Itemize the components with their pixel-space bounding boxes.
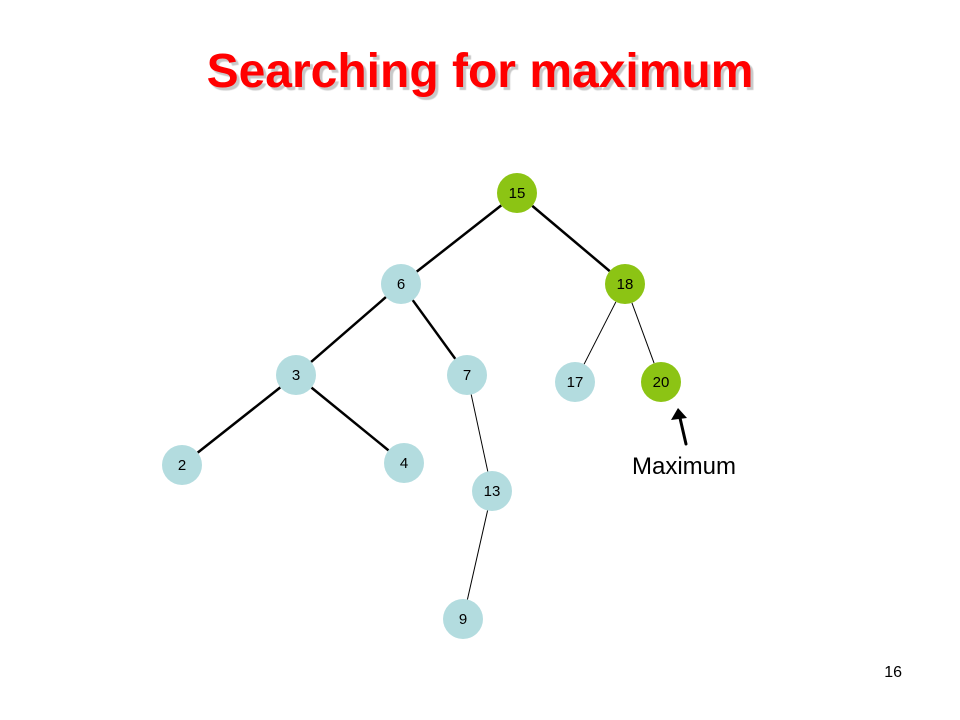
node-circle (641, 362, 681, 402)
node-label: 15 (509, 185, 526, 202)
node-circle (384, 443, 424, 483)
tree-node-7: 7 (447, 355, 487, 395)
node-label: 4 (400, 455, 408, 472)
node-label: 3 (292, 367, 300, 384)
node-label: 18 (617, 276, 634, 293)
edge-n6-n3 (310, 296, 387, 363)
tree-node-3: 3 (276, 355, 316, 395)
node-label: 20 (653, 374, 670, 391)
node-circle (447, 355, 487, 395)
node-label: 17 (567, 374, 584, 391)
tree-node-17: 17 (555, 362, 595, 402)
slide-title: Searching for maximum (206, 45, 754, 98)
edge-n15-n18 (531, 204, 611, 273)
tree-node-13: 13 (472, 471, 512, 511)
node-circle (276, 355, 316, 395)
tree-node-18: 18 (605, 264, 645, 304)
node-circle (381, 264, 421, 304)
node-circle (162, 445, 202, 485)
node-circle (472, 471, 512, 511)
tree-node-9: 9 (443, 599, 483, 639)
tree-node-4: 4 (384, 443, 424, 483)
node-circle (555, 362, 595, 402)
edge-n18-n20 (631, 302, 655, 364)
maximum-label: Maximum (632, 453, 736, 480)
node-label: 9 (459, 611, 467, 628)
tree-node-20: 20 (641, 362, 681, 402)
edge-n7-n13 (470, 394, 489, 472)
edge-n3-n2 (196, 386, 282, 454)
node-label: 7 (463, 367, 471, 384)
edge-n3-n4 (310, 386, 390, 452)
maximum-pointer-arrow (678, 416, 688, 446)
edge-n15-n6 (415, 204, 503, 273)
maximum-pointer-arrowhead (671, 408, 687, 420)
node-circle (605, 264, 645, 304)
node-label: 6 (397, 276, 405, 293)
tree-node-15: 15 (497, 173, 537, 213)
page-number: 16 (884, 664, 902, 681)
edge-n13-n9 (466, 510, 489, 600)
node-label: 13 (484, 483, 501, 500)
edge-n6-n7 (411, 299, 457, 360)
edges-layer (196, 204, 655, 600)
tree-node-6: 6 (381, 264, 421, 304)
edge-n18-n17 (583, 301, 617, 365)
node-circle (443, 599, 483, 639)
nodes-layer: 15 6 18 3 7 17 20 2 4 13 9 (162, 173, 681, 639)
node-circle (497, 173, 537, 213)
node-label: 2 (178, 457, 186, 474)
tree-node-2: 2 (162, 445, 202, 485)
